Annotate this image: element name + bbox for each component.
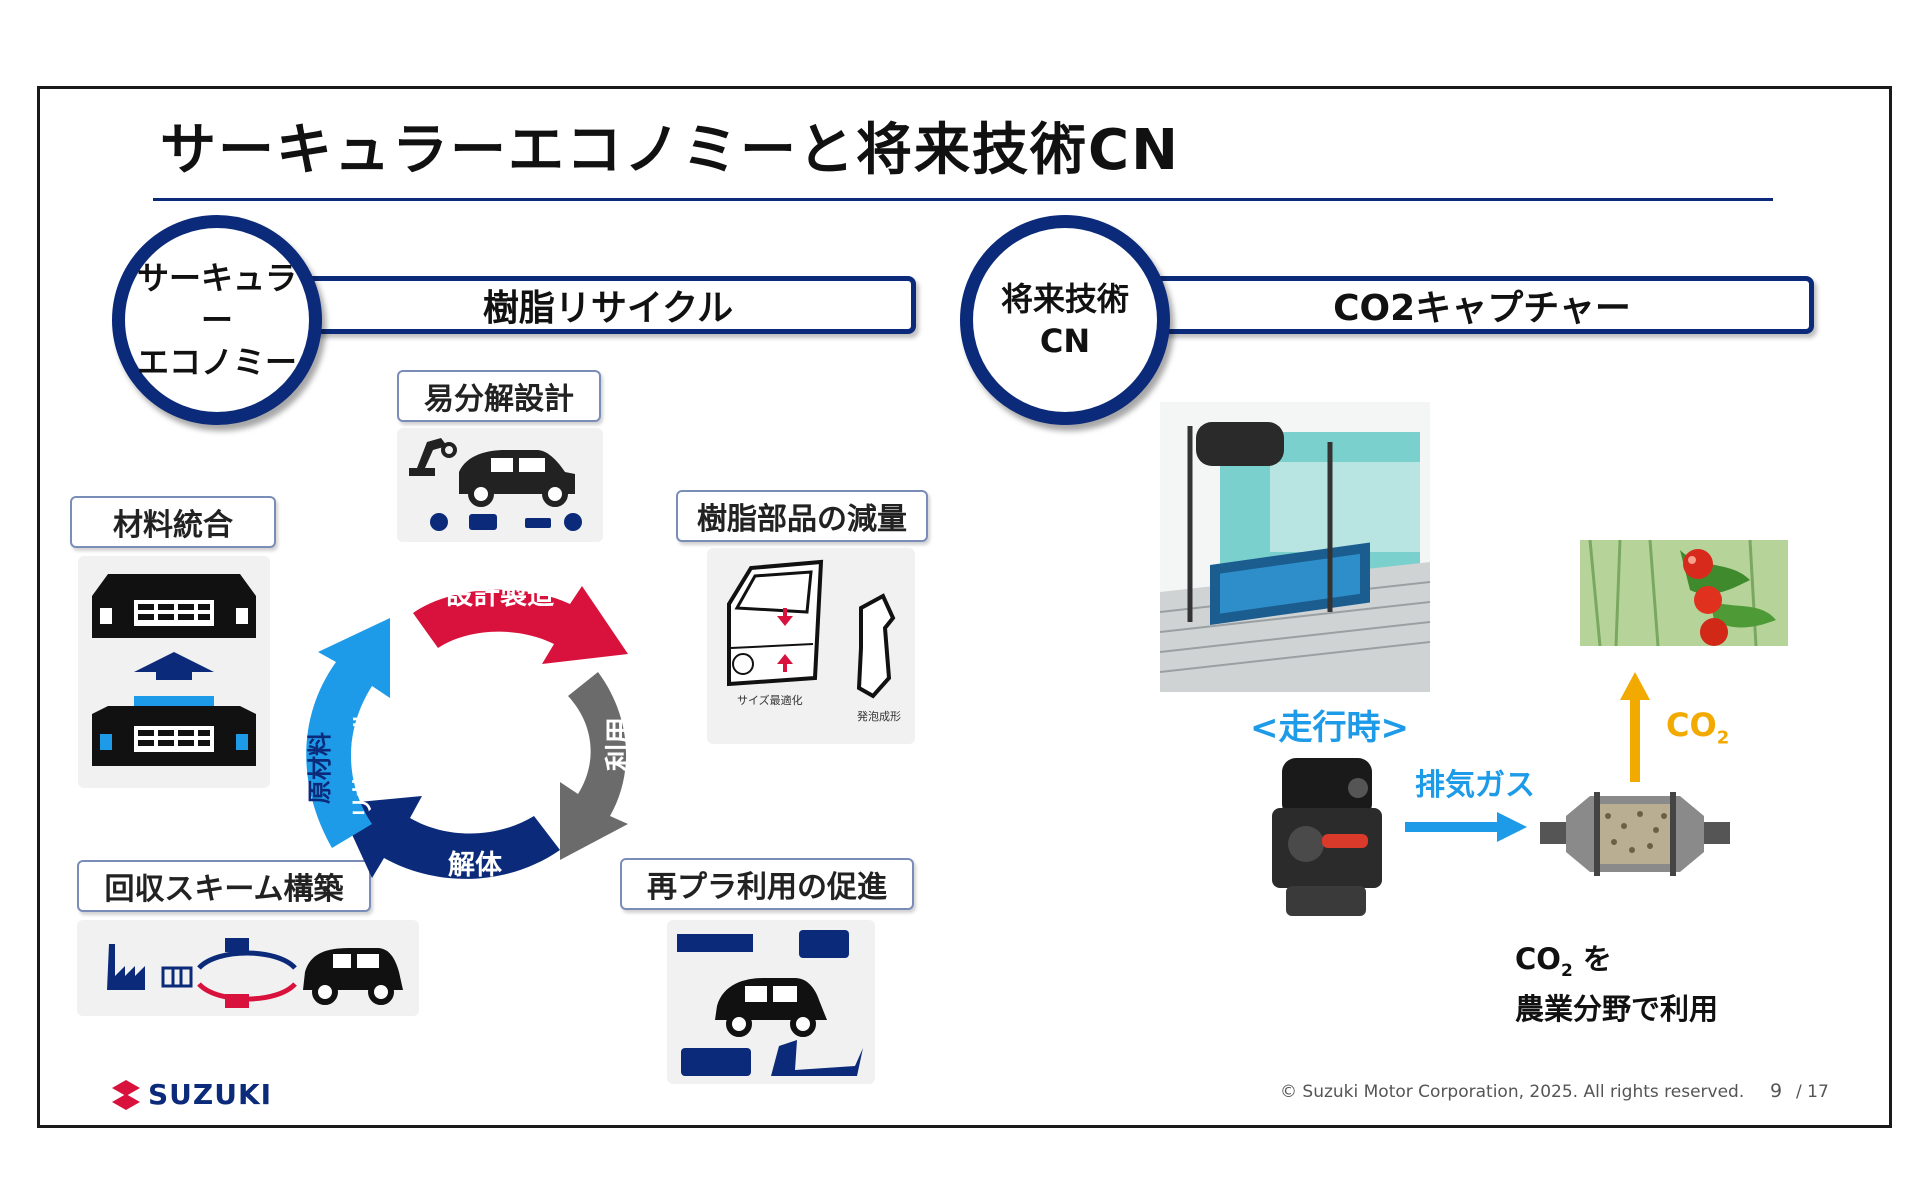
label-collection-scheme: 回収スキーム構築 bbox=[77, 860, 371, 912]
agriculture-use-text: CO2 を 農業分野で利用 bbox=[1515, 940, 1718, 1028]
label-material-integration-text: 材料統合 bbox=[113, 508, 233, 543]
panel-reuse-illustration bbox=[667, 920, 875, 1084]
badge-future-tech: 将来技術 CN bbox=[960, 215, 1170, 425]
cycle-arrow-use bbox=[560, 672, 628, 860]
agriculture-line1: CO2 を bbox=[1515, 940, 1718, 990]
co2-output-subscript: 2 bbox=[1716, 727, 1730, 749]
banner-co2-capture: CO2キャプチャー bbox=[1150, 276, 1814, 334]
co2-capture-device-image bbox=[1540, 792, 1730, 876]
exhaust-label: 排気ガス bbox=[1415, 768, 1535, 803]
tomato-farm-image bbox=[1580, 540, 1788, 646]
factory-collection-car-icon bbox=[107, 938, 403, 1008]
badge-circular-economy: サーキュラー エコノミー bbox=[112, 215, 322, 425]
badge-future-line1: 将来技術 bbox=[1000, 280, 1129, 318]
cycle-arrow-recycle bbox=[306, 618, 390, 848]
copyright-text: © Suzuki Motor Corporation, 2025. All ri… bbox=[1280, 1082, 1745, 1102]
cycle-arrow-dismantle bbox=[338, 796, 560, 879]
banner-resin-recycle-text: 樹脂リサイクル bbox=[482, 288, 734, 329]
label-material-integration: 材料統合 bbox=[70, 496, 276, 548]
note-size-optimization: サイズ最適化 bbox=[737, 693, 803, 707]
exhaust-arrow bbox=[1405, 812, 1527, 842]
door-panel-icon: サイズ最適化 発泡成形 bbox=[727, 559, 901, 723]
label-reuse-promotion: 再プラ利用の促進 bbox=[620, 858, 914, 910]
badge-circular-line2: エコノミー bbox=[136, 343, 297, 381]
agriculture-co2-subscript: 2 bbox=[1560, 960, 1573, 981]
co2-output-main: CO bbox=[1666, 706, 1717, 744]
label-weight-reduction: 樹脂部品の減量 bbox=[676, 490, 928, 542]
banner-resin-recycle: 樹脂リサイクル bbox=[300, 276, 916, 334]
agriculture-line1-rest: を bbox=[1572, 942, 1612, 976]
label-disassembly-design-text: 易分解設計 bbox=[424, 382, 574, 417]
truck-co2-capture-image bbox=[1160, 402, 1430, 692]
engine-image bbox=[1272, 758, 1382, 916]
slide-title: サーキュラーエコノミーと将来技術CN bbox=[160, 118, 1180, 183]
robot-car-parts-icon bbox=[409, 438, 582, 531]
panel-weight-reduction-illustration: サイズ最適化 発泡成形 bbox=[707, 548, 915, 744]
bumper-integration-icon bbox=[92, 574, 256, 766]
recycled-parts-car-icon bbox=[677, 930, 863, 1076]
page-number: 9 bbox=[1770, 1080, 1783, 1102]
label-disassembly-design: 易分解設計 bbox=[397, 370, 601, 422]
cycle-label-recycle: リサイクル bbox=[350, 710, 375, 819]
agriculture-line2: 農業分野で利用 bbox=[1515, 991, 1719, 1026]
badge-future-line2: CN bbox=[1039, 322, 1091, 360]
cycle-label-raw-material: 原材料 bbox=[307, 732, 334, 804]
suzuki-logo: SUZUKI bbox=[112, 1078, 272, 1111]
panel-collection-illustration bbox=[77, 920, 419, 1016]
label-collection-scheme-text: 回収スキーム構築 bbox=[104, 872, 344, 907]
cycle-arrow-design bbox=[413, 586, 628, 664]
agriculture-co2-main: CO bbox=[1515, 942, 1561, 976]
co2-output-label: CO2 bbox=[1666, 706, 1729, 748]
co2-up-arrow bbox=[1620, 672, 1650, 782]
suzuki-logo-text: SUZUKI bbox=[148, 1078, 273, 1111]
recycle-cycle-diagram: 設計製造 利用 解体 リサイクル 原材料 bbox=[306, 579, 634, 880]
note-foam-molding: 発泡成形 bbox=[857, 709, 901, 723]
panel-material-integration-illustration bbox=[78, 556, 270, 788]
badge-circular-line1: サーキュラー bbox=[136, 259, 297, 339]
label-weight-reduction-text: 樹脂部品の減量 bbox=[697, 502, 907, 537]
suzuki-s-icon bbox=[112, 1079, 140, 1110]
driving-label: <走行時> bbox=[1250, 708, 1409, 748]
cycle-label-use: 利用 bbox=[604, 717, 634, 771]
cycle-label-design: 設計製造 bbox=[446, 579, 554, 610]
banner-co2-capture-text: CO2キャプチャー bbox=[1333, 288, 1631, 329]
panel-disassembly-illustration bbox=[397, 428, 603, 542]
cycle-label-dismantle: 解体 bbox=[448, 850, 503, 880]
label-reuse-promotion-text: 再プラ利用の促進 bbox=[647, 870, 887, 905]
page-total: / 17 bbox=[1796, 1082, 1829, 1102]
title-divider bbox=[153, 198, 1773, 201]
